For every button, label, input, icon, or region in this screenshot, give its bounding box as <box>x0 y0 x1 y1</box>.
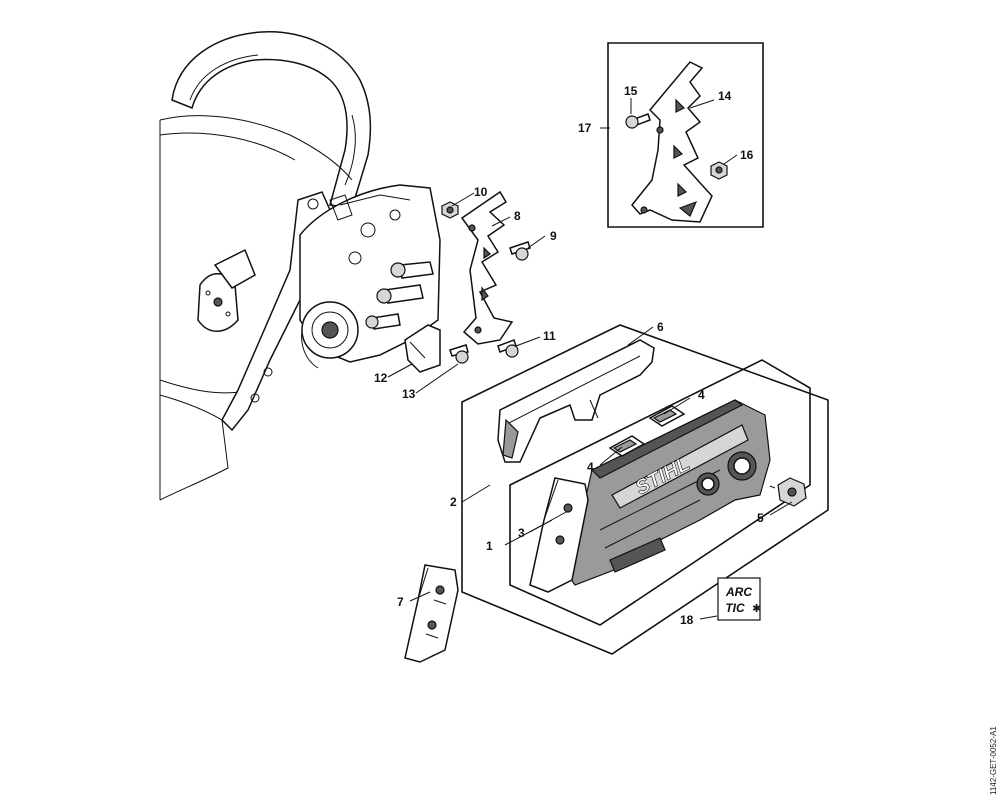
part-8-bumper-spike <box>460 190 514 345</box>
part-18-arctic-decal: ARC TIC ✱ <box>717 577 761 621</box>
callout-12: 12 <box>374 371 388 385</box>
part-12-plate <box>404 324 441 373</box>
arctic-text-line2: TIC <box>725 601 745 615</box>
leader-lines <box>387 98 793 620</box>
callout-7: 7 <box>397 595 404 609</box>
kit-box-17 <box>607 42 764 228</box>
callout-4-upper: 4 <box>698 388 705 402</box>
snowflake-icon: ✱ <box>752 602 761 615</box>
callout-11: 11 <box>543 329 556 343</box>
callout-8: 8 <box>514 209 521 223</box>
callout-18: 18 <box>680 613 694 627</box>
part-4-slider-upper <box>648 405 686 427</box>
callout-1: 1 <box>486 539 493 553</box>
assembly-box-1 <box>509 359 811 626</box>
part-7-chain-guide <box>404 564 459 663</box>
callout-9: 9 <box>550 229 557 243</box>
callout-17: 17 <box>578 121 592 135</box>
callout-14: 14 <box>718 89 732 103</box>
bar-studs <box>365 261 434 330</box>
callout-4-lower: 4 <box>587 460 594 474</box>
part-16-nut <box>710 161 728 180</box>
drawing-code: 1142-GET-0052-A1 <box>989 726 998 795</box>
callout-6: 6 <box>657 320 664 334</box>
part-11-screw <box>497 339 519 358</box>
callout-2: 2 <box>450 495 457 509</box>
part-5-nut <box>769 477 807 507</box>
part-6-cover-strip <box>497 339 655 463</box>
arctic-text-line1: ARC <box>725 585 752 599</box>
assembly-box-2 <box>461 324 829 655</box>
callout-16: 16 <box>740 148 754 162</box>
sprocket-cover <box>567 399 771 586</box>
part-9-screw <box>509 241 531 261</box>
part-14-bumper-spike <box>631 61 713 223</box>
callout-3: 3 <box>518 526 525 540</box>
chainsaw-body <box>159 31 441 501</box>
callout-labels: 1 2 3 4 4 5 6 7 8 9 10 11 12 13 14 15 16… <box>374 84 764 627</box>
part-10-nut <box>441 201 459 219</box>
part-13-screw <box>449 344 469 364</box>
callout-15: 15 <box>624 84 638 98</box>
callout-13: 13 <box>402 387 416 401</box>
callout-5: 5 <box>757 511 764 525</box>
part-3-chain-catcher <box>529 477 589 593</box>
part-15-screw <box>625 113 651 129</box>
callout-10: 10 <box>474 185 488 199</box>
